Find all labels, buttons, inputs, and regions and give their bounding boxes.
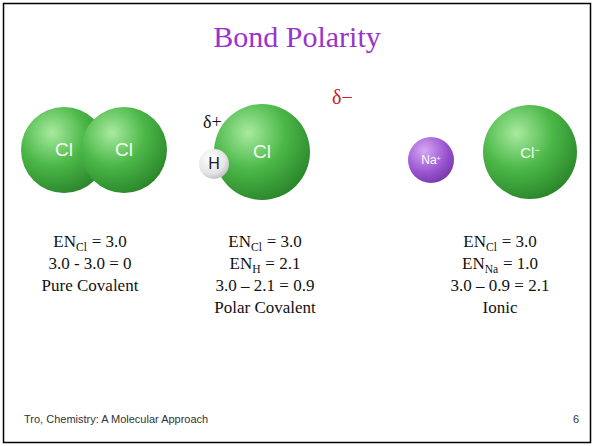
- equation-text: 3.0 - 3.0 = 0: [48, 254, 131, 273]
- equation-text: EN: [228, 232, 251, 251]
- atom-sphere: Cl: [81, 107, 167, 193]
- equation-text: = 3.0: [267, 232, 302, 251]
- equation-text: = 3.0: [502, 232, 537, 251]
- slide-border: [4, 4, 591, 443]
- ion-charge: −: [534, 145, 539, 155]
- partial-charge: δ−: [332, 86, 353, 109]
- element-symbol: Na: [421, 153, 436, 167]
- electronegativity-line: 3.0 - 3.0 = 0: [48, 254, 131, 274]
- electronegativity-line: ENCl = 3.0: [53, 232, 126, 252]
- slide-title: Bond Polarity: [0, 20, 594, 54]
- atom-sphere: Cl−: [483, 105, 577, 199]
- electronegativity-line: ENH = 2.1: [230, 254, 301, 274]
- element-symbol: Cl: [55, 139, 73, 160]
- electronegativity-line: Ionic: [483, 298, 518, 318]
- element-symbol: Cl: [253, 141, 271, 162]
- equation-text: 3.0 – 2.1 = 0.9: [216, 276, 315, 295]
- electronegativity-line: ENCl = 3.0: [228, 232, 301, 252]
- atom-symbol: Cl: [55, 139, 73, 161]
- equation-text: Pure Covalent: [42, 276, 139, 295]
- electronegativity-line: Pure Covalent: [42, 276, 139, 296]
- slide-number: 6: [573, 413, 579, 425]
- electronegativity-line: 3.0 – 0.9 = 2.1: [451, 276, 550, 296]
- equation-text: 3.0 – 0.9 = 2.1: [451, 276, 550, 295]
- atom-sphere: H: [199, 149, 229, 179]
- atom-symbol: Cl: [115, 139, 133, 161]
- equation-text: = 3.0: [92, 232, 127, 251]
- subscript-symbol: Na: [485, 263, 498, 276]
- equation-text: Polar Covalent: [214, 298, 316, 317]
- atom-symbol: Na+: [421, 153, 441, 167]
- electronegativity-line: 3.0 – 2.1 = 0.9: [216, 276, 315, 296]
- atom-symbol: H: [208, 155, 220, 173]
- atom-symbol: Cl−: [520, 144, 539, 161]
- electronegativity-line: ENNa = 1.0: [462, 254, 538, 274]
- subscript-symbol: H: [252, 263, 260, 276]
- equation-text: Ionic: [483, 298, 518, 317]
- element-symbol: Cl: [520, 144, 534, 161]
- equation-text: = 1.0: [503, 254, 538, 273]
- electronegativity-line: Polar Covalent: [214, 298, 316, 318]
- equation-text: EN: [463, 232, 486, 251]
- electronegativity-line: ENCl = 3.0: [463, 232, 536, 252]
- equation-text: EN: [53, 232, 76, 251]
- subscript-symbol: Cl: [486, 241, 497, 254]
- subscript-symbol: Cl: [76, 241, 87, 254]
- equation-text: EN: [462, 254, 485, 273]
- equation-text: = 2.1: [265, 254, 300, 273]
- atom-symbol: Cl: [253, 141, 271, 163]
- footer-source: Tro, Chemistry: A Molecular Approach: [24, 413, 208, 425]
- ion-charge: +: [437, 154, 441, 163]
- subscript-symbol: Cl: [251, 241, 262, 254]
- equation-text: EN: [230, 254, 253, 273]
- element-symbol: H: [208, 155, 220, 172]
- atom-sphere: Na+: [408, 137, 454, 183]
- element-symbol: Cl: [115, 139, 133, 160]
- atom-sphere: Cl: [214, 104, 310, 200]
